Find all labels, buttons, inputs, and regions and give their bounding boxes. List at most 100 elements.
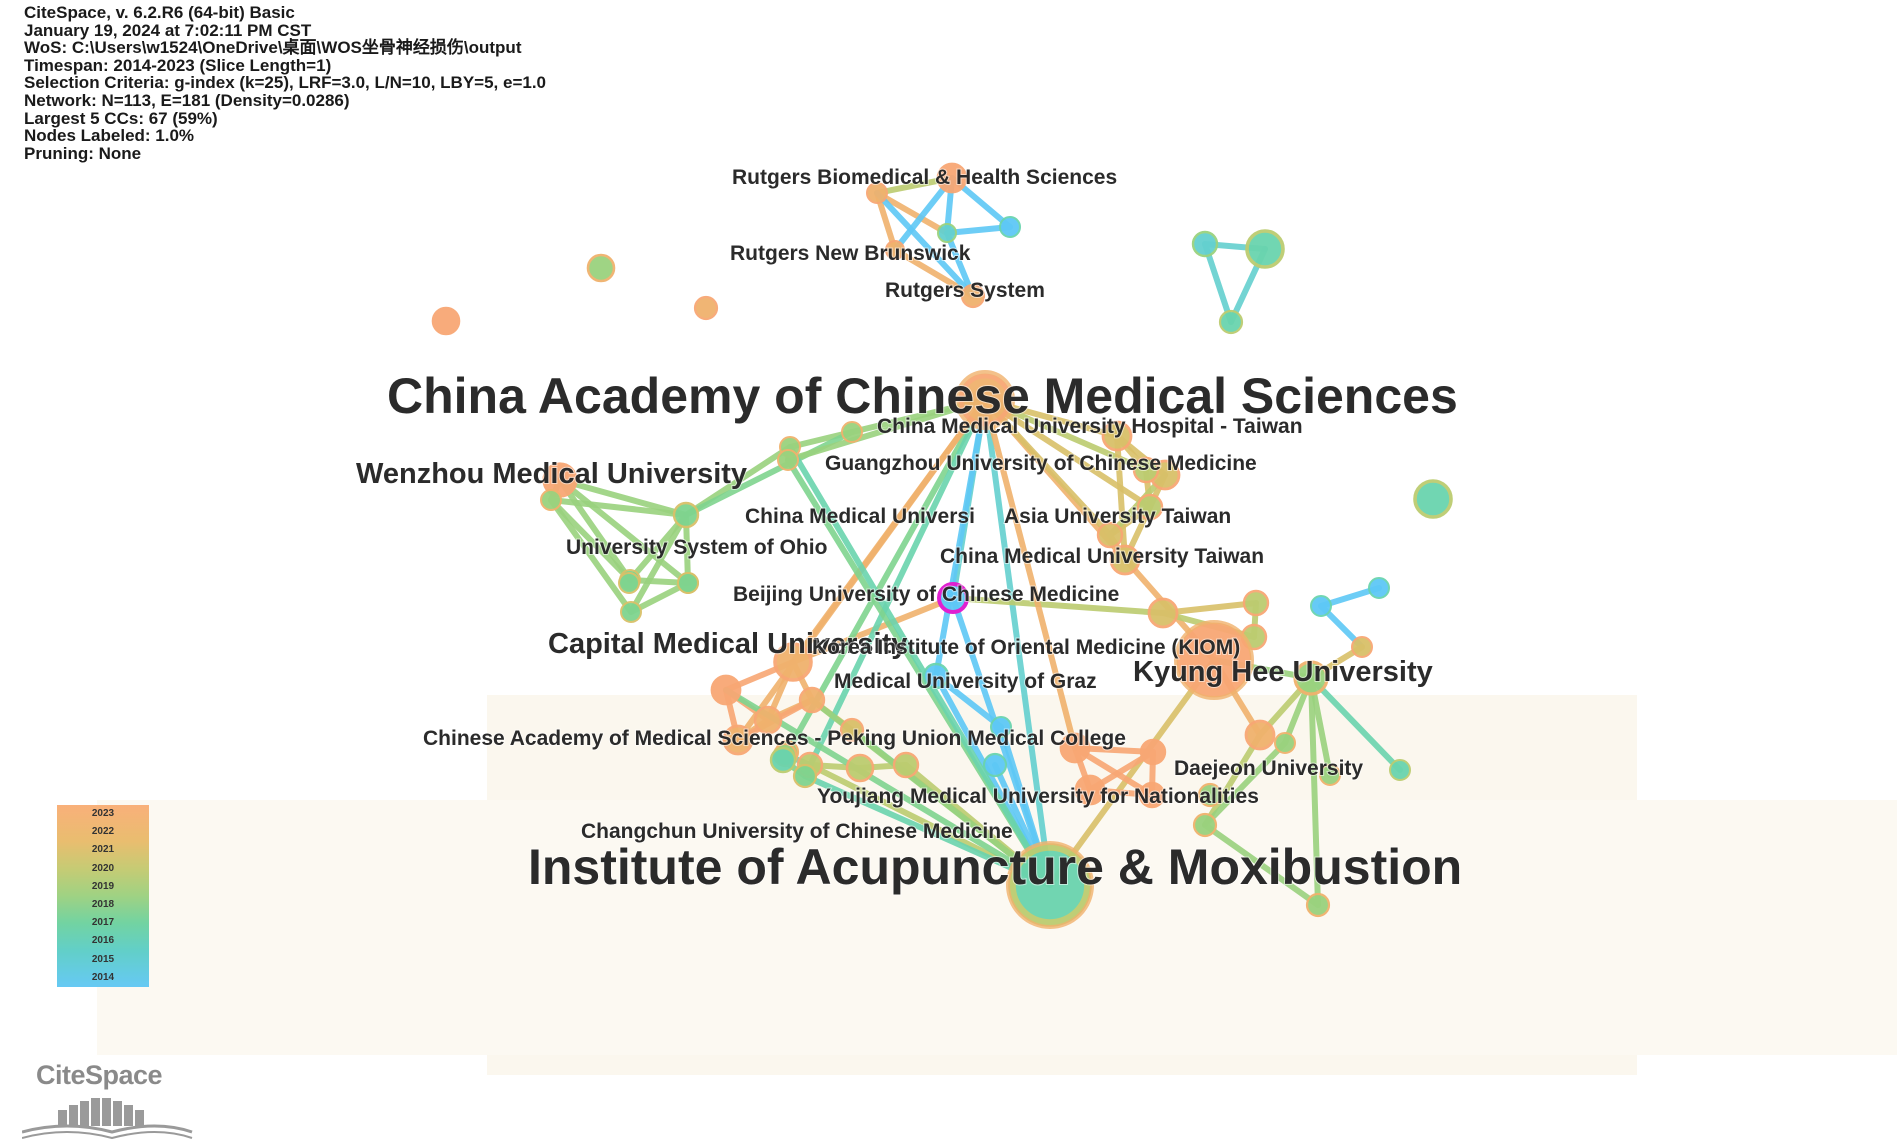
- metadata-line: January 19, 2024 at 7:02:11 PM CST: [24, 20, 312, 40]
- metadata-line: CiteSpace, v. 6.2.R6 (64-bit) Basic: [24, 3, 295, 22]
- network-node: [960, 283, 986, 309]
- legend-year-2019: 2019: [91, 880, 115, 892]
- network-node: [1244, 719, 1276, 751]
- network-node: [1319, 764, 1341, 786]
- network-node: [1008, 843, 1092, 927]
- label-guangzhou: Guangzhou University of Chinese Medicine: [825, 452, 1257, 475]
- network-edge: [548, 497, 634, 615]
- network-node: [990, 716, 1012, 738]
- label-changchun: Changchun University of Chinese Medicine: [581, 820, 1013, 843]
- network-node: [677, 572, 699, 594]
- network-edge: [787, 444, 1053, 888]
- network-node: [618, 572, 640, 594]
- network-edge: [802, 773, 1053, 888]
- network-node: [1368, 577, 1390, 599]
- metadata-line: Largest 5 CCs: 67 (59%): [24, 108, 218, 128]
- label-daejeon: Daejeon University: [1174, 757, 1363, 780]
- citespace-logo: CiteSpace: [22, 1060, 202, 1140]
- network-node: [1351, 636, 1373, 658]
- network-node: [586, 253, 616, 283]
- network-node: [958, 373, 1012, 427]
- network-node: [431, 306, 461, 336]
- network-node: [798, 686, 826, 714]
- metadata-line: Network: N=113, E=181 (Density=0.0286): [24, 90, 350, 110]
- label-cmu-truncated: China Medical Universi: [745, 505, 975, 528]
- network-node: [1136, 493, 1164, 521]
- metadata-line: Pruning: None: [24, 143, 142, 163]
- metadata-line: Timespan: 2014-2023 (Slice Length=1): [24, 55, 332, 75]
- legend-year-2014: 2014: [91, 971, 115, 983]
- network-edge: [1308, 675, 1403, 773]
- network-edge: [1114, 433, 1128, 563]
- network-node: [773, 642, 813, 682]
- network-node: [1310, 595, 1332, 617]
- network-edge: [1047, 657, 1217, 888]
- network-node: [845, 753, 875, 783]
- network-edge: [982, 397, 1113, 538]
- network-node: [540, 489, 562, 511]
- network-node: [722, 724, 754, 756]
- label-capital: Capital Medical University: [548, 628, 907, 660]
- label-graz: Medical University of Graz: [834, 670, 1097, 693]
- network-edge: [628, 512, 689, 615]
- network-edge: [982, 397, 1078, 751]
- legend-year-2015: 2015: [91, 953, 115, 965]
- network-node: [1242, 589, 1270, 617]
- network-node: [1074, 774, 1106, 806]
- metadata-line: WoS: C:\Users\w1524\OneDrive\桌面\WOS坐骨神经损…: [24, 38, 522, 58]
- network-edge: [1202, 732, 1263, 828]
- network-node: [672, 501, 700, 529]
- network-node: [839, 717, 865, 743]
- network-edge: [933, 673, 1004, 730]
- legend-year-2023: 2023: [91, 808, 115, 819]
- node-ring: [1006, 841, 1094, 929]
- network-edge: [950, 595, 1166, 616]
- label-iam: Institute of Acupuncture & Moxibustion: [528, 839, 1462, 895]
- network-edge: [1202, 740, 1288, 828]
- network-node: [1139, 738, 1167, 766]
- network-edge: [874, 190, 976, 299]
- network-node: [1413, 479, 1453, 519]
- label-wenzhou: Wenzhou Medical University: [356, 458, 747, 490]
- metadata-line: Selection Criteria: g-index (k=25), LRF=…: [24, 73, 547, 93]
- network-node: [1305, 892, 1331, 918]
- network-node: [937, 223, 957, 243]
- node-labels: Rutgers Biomedical & Health SciencesRutg…: [355, 165, 1463, 896]
- label-youjiang: Youjiang Medical University for National…: [817, 785, 1259, 808]
- network-node: [1147, 597, 1179, 629]
- network-node: [1176, 622, 1252, 698]
- network-node: [1191, 230, 1219, 258]
- network-edge: [785, 397, 988, 463]
- legend-year-2017: 2017: [91, 917, 115, 929]
- label-china-academy: China Academy of Chinese Medical Science…: [387, 368, 1458, 424]
- network-edge: [557, 477, 633, 583]
- network-node: [892, 751, 920, 779]
- label-ohio: University System of Ohio: [566, 536, 827, 559]
- network-nodes: [431, 162, 1453, 929]
- network-edge: [557, 477, 689, 518]
- label-rutgers-system: Rutgers System: [885, 279, 1045, 302]
- logo-text: CiteSpace: [36, 1060, 163, 1090]
- network-node: [753, 705, 783, 735]
- network-node: [1197, 782, 1223, 808]
- network-node: [982, 752, 1008, 778]
- centrality-ring: [937, 582, 969, 614]
- label-cams-pumc: Chinese Academy of Medical Sciences - Pe…: [423, 727, 1126, 750]
- network-node: [1192, 812, 1218, 838]
- node-ring: [1174, 620, 1254, 700]
- network-edge: [1202, 822, 1321, 908]
- label-beijing: Beijing University of Chinese Medicine: [733, 583, 1119, 606]
- network-node: [1389, 759, 1411, 781]
- label-rutgers-biomedical: Rutgers Biomedical & Health Sciences: [732, 166, 1117, 189]
- network-node: [769, 746, 797, 774]
- network-node: [1245, 229, 1285, 269]
- network-edge: [557, 477, 691, 586]
- legend-year-2018: 2018: [91, 898, 115, 910]
- network-edge: [1202, 241, 1234, 325]
- network-edge: [874, 190, 950, 236]
- network-node: [841, 421, 863, 443]
- network-node: [1138, 781, 1166, 809]
